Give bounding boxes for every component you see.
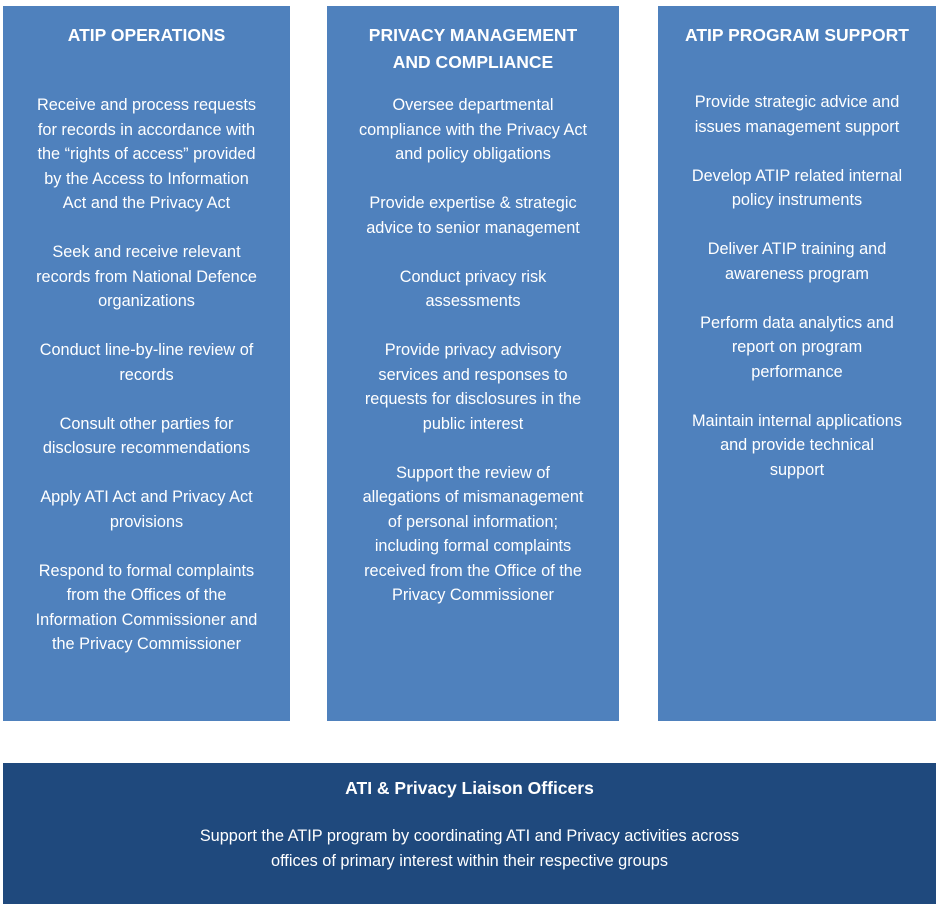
box-item: Perform data analytics and report on pro… [700,313,894,381]
box-item: Provide privacy advisory services and re… [364,341,582,433]
box-item: Develop ATIP related internal policy ins… [691,166,903,210]
box-item: Support the review of allegations of mis… [362,463,584,605]
box-item: Consult other parties for disclosure rec… [42,414,251,458]
liaison-title: ATI & Privacy Liaison Officers [345,778,594,798]
box-item: Oversee departmental compliance with the… [358,96,588,163]
box-item: Conduct line-by-line review of records [39,341,254,384]
box-title: PRIVACY MANAGEMENT AND COMPLIANCE [368,25,578,72]
box-item: Maintain internal applications and provi… [692,411,902,479]
atip-program-support-box: ATIP PROGRAM SUPPORT Provide strategic a… [658,6,936,721]
box-item: Provide expertise & strategic advice to … [366,194,580,237]
privacy-management-box: PRIVACY MANAGEMENT AND COMPLIANCE Overse… [327,6,619,721]
box-item: Respond to formal complaints from the Of… [35,561,258,654]
box-item: Deliver ATIP training and awareness prog… [707,240,887,283]
box-item: Receive and process requests for records… [36,96,256,212]
box-item: Provide strategic advice and issues mana… [694,93,900,136]
box-title: ATIP PROGRAM SUPPORT [685,25,909,45]
liaison-description: Support the ATIP program by coordinating… [199,827,740,870]
box-item: Conduct privacy risk assessments [399,267,547,311]
box-item: Seek and receive relevant records from N… [36,243,257,310]
liaison-officers-box: ATI & Privacy Liaison Officers Support t… [3,763,936,904]
box-item: Apply ATI Act and Privacy Act provisions [40,488,253,531]
box-title: ATIP OPERATIONS [67,25,226,45]
atip-operations-box: ATIP OPERATIONS Receive and process requ… [3,6,290,721]
